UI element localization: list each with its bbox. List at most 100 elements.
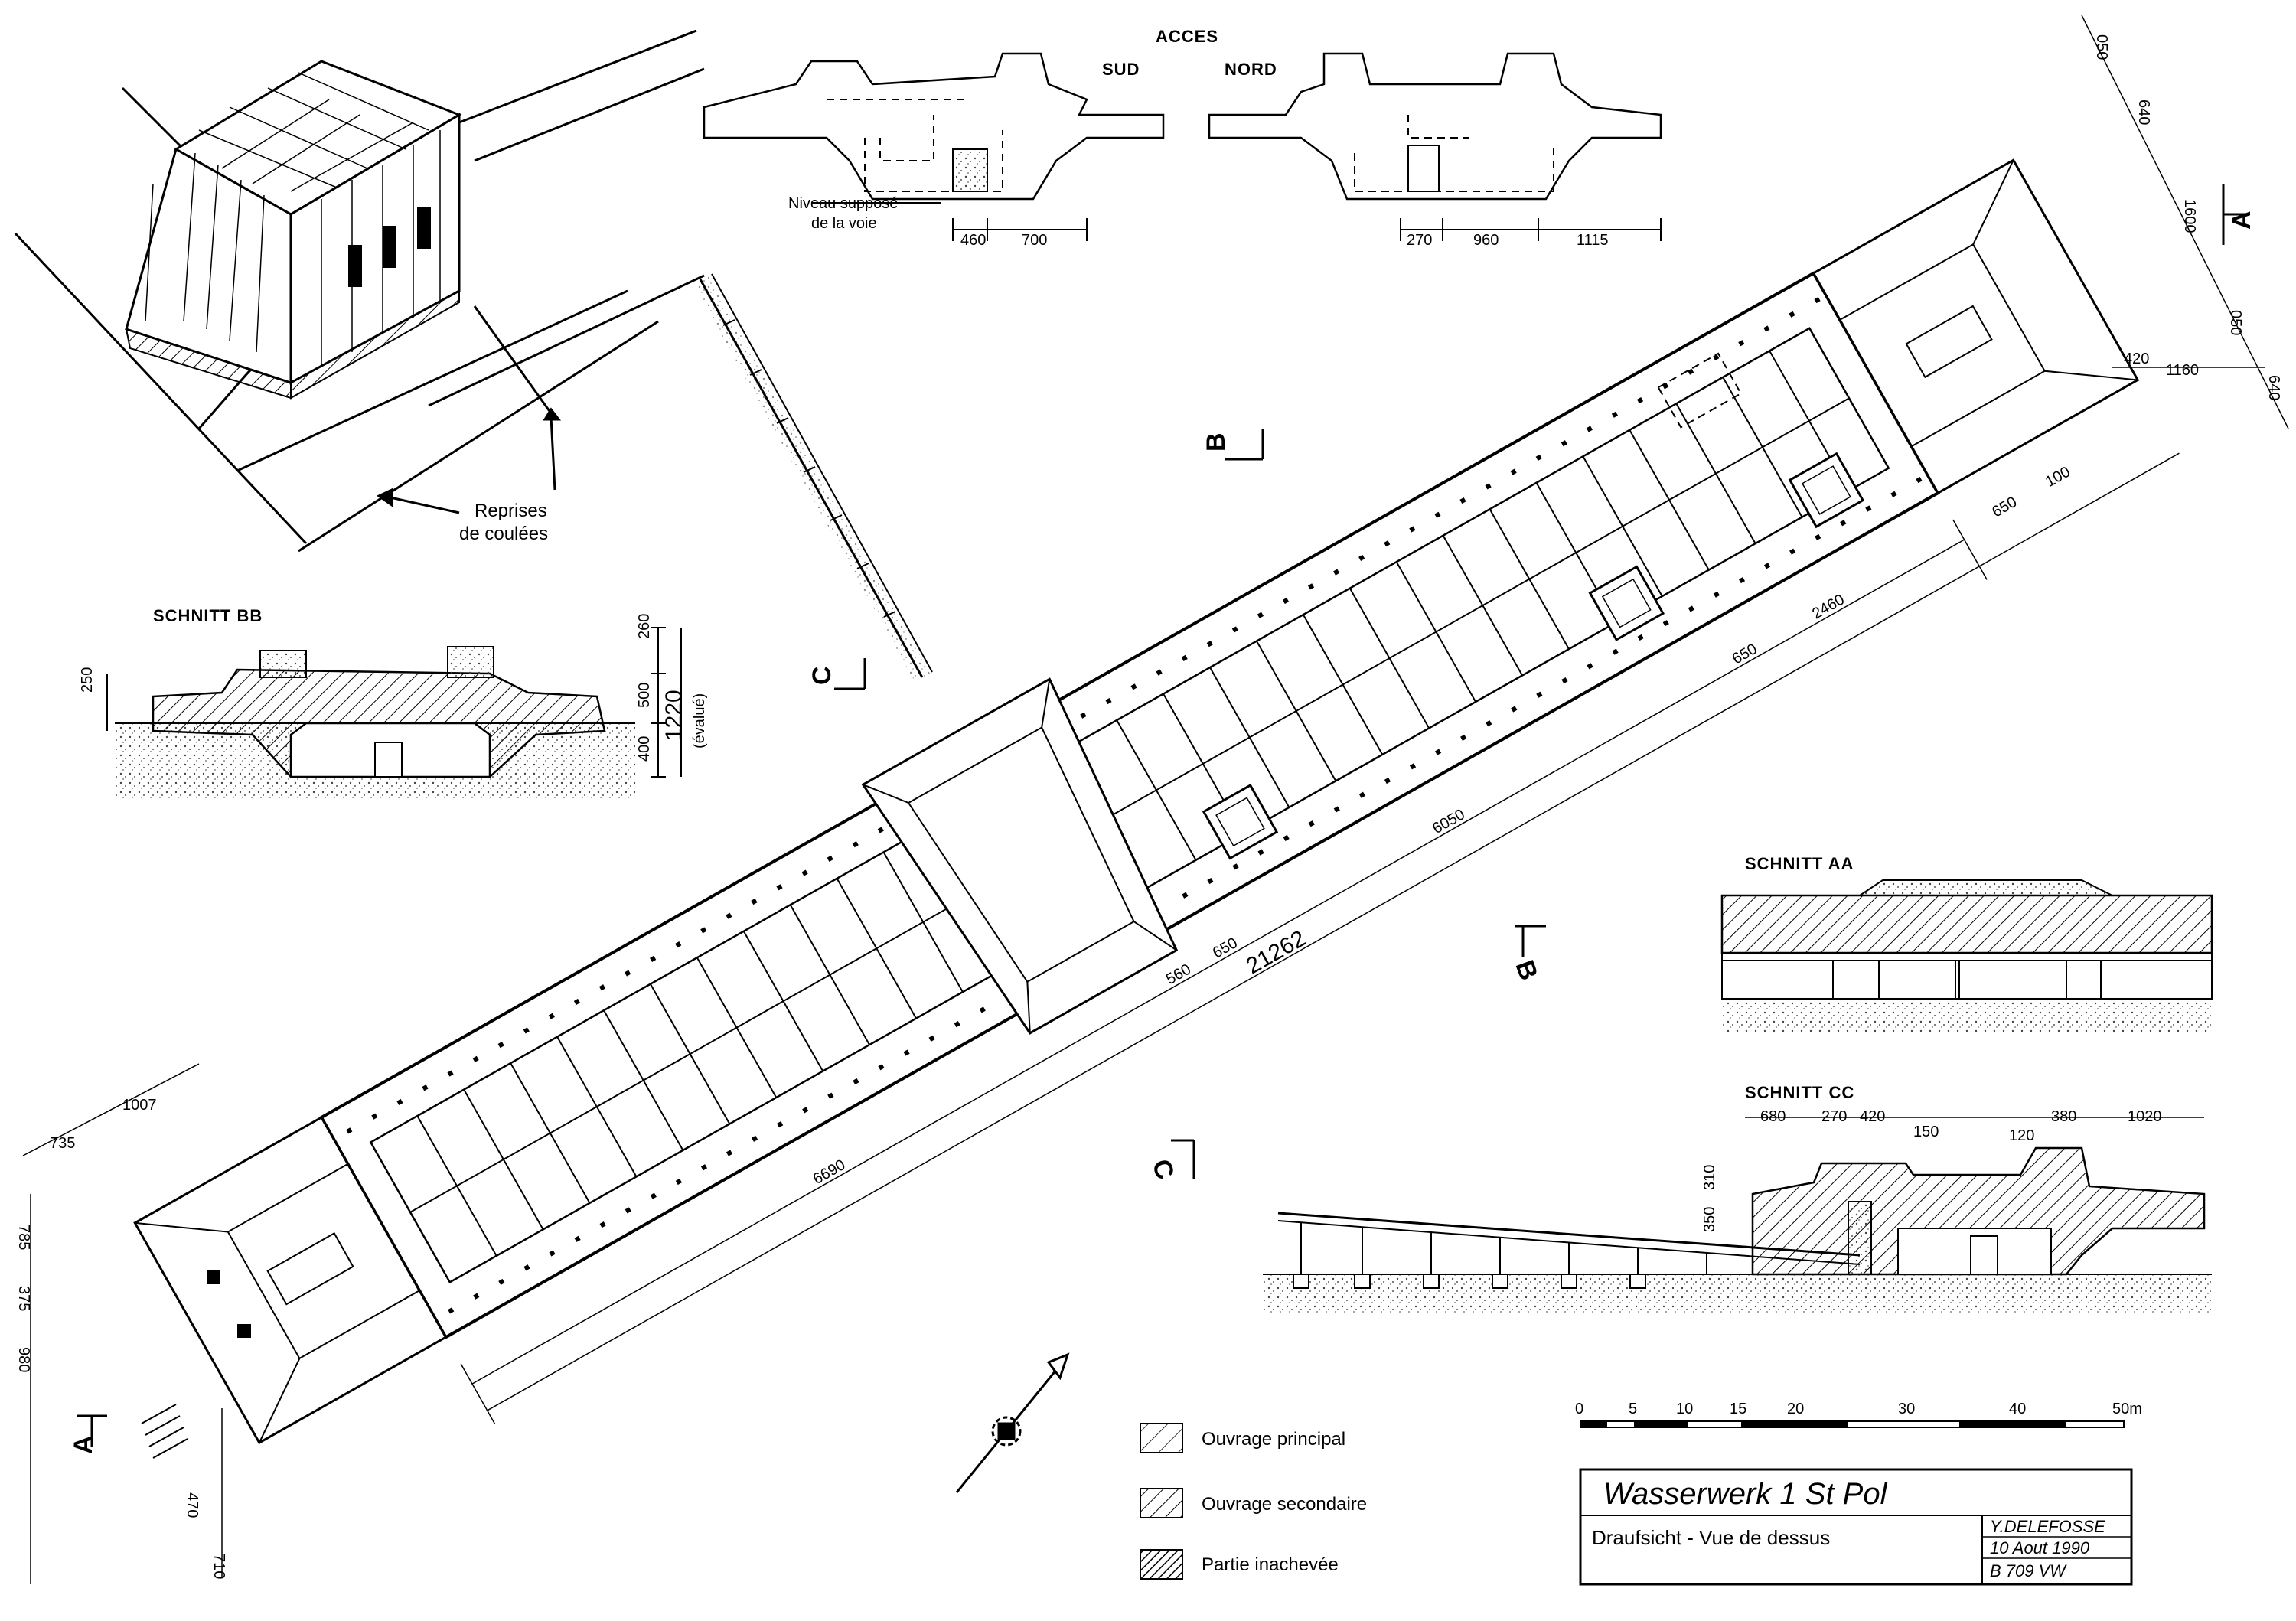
acces-nord-dim-2: 960: [1473, 232, 1499, 249]
marker-dot: [1156, 669, 1163, 676]
dim-640-a: 640: [2135, 99, 2152, 125]
schnitt-bb-height: 1220: [661, 690, 687, 741]
bay-divider: [1629, 429, 1710, 571]
iso-note-line1: Reprises: [475, 501, 547, 521]
bay-divider: [650, 983, 731, 1124]
marker-dot: [523, 1264, 530, 1271]
isometric-sketch: Reprises de coulées: [14, 29, 705, 553]
marker-dot: [700, 1164, 708, 1171]
marker-dot: [448, 1307, 455, 1314]
dim-560: 560: [1163, 961, 1194, 989]
bay-divider: [1116, 719, 1197, 861]
cc-dim-1020: 1020: [2128, 1108, 2162, 1125]
inachevee-block-2: [237, 1324, 251, 1338]
marker-dot: [1257, 849, 1264, 856]
legend-secondaire: Ouvrage secondaire: [1202, 1494, 1367, 1515]
marker-dot: [1586, 426, 1593, 432]
cc-dim-150: 150: [1913, 1124, 1939, 1140]
scale-tick-50m: 50m: [2112, 1401, 2142, 1417]
bay-divider: [556, 1036, 638, 1177]
marker-dot: [1409, 763, 1417, 770]
marker-dot: [371, 1113, 378, 1120]
acces-note-line2: de la voie: [811, 215, 877, 232]
acces-sud-dim-1: 460: [960, 232, 986, 249]
marker-dot: [1358, 791, 1365, 798]
marker-dot: [776, 884, 783, 891]
marker-dot: [954, 1021, 960, 1028]
marker-dot: [1282, 597, 1290, 605]
dim-1600: 1600: [2181, 199, 2198, 233]
marker-dot: [1662, 620, 1669, 627]
marker-dot: [827, 1092, 834, 1099]
bay-divider: [603, 1009, 684, 1151]
marker-dot: [498, 1278, 505, 1286]
bay-divider: [1209, 667, 1290, 808]
acces-title: ACCES: [1156, 27, 1218, 46]
marker-dot: [1536, 691, 1543, 698]
inachevee-block-1: [207, 1270, 220, 1284]
marker-dot: [751, 898, 758, 905]
marker-dot: [1611, 411, 1619, 418]
bay-divider: [696, 957, 778, 1098]
marker-dot: [1840, 520, 1847, 527]
marker-dot: [1763, 325, 1770, 332]
marker-dot: [473, 1293, 480, 1300]
schnitt-bb-dim-260: 260: [636, 614, 653, 639]
marker-dot: [598, 984, 606, 991]
bay-divider: [742, 931, 824, 1072]
dim-375: 375: [15, 1286, 32, 1311]
marker-dot: [1459, 497, 1466, 504]
marker-dot: [1409, 526, 1416, 533]
marker-dot: [625, 1207, 631, 1214]
marker-dot: [1535, 454, 1542, 462]
title-date: 10 Aout 1990: [1990, 1538, 2090, 1557]
window-2: [383, 226, 396, 268]
section-mark-b-top: B: [1202, 432, 1231, 452]
marker-dot: [1358, 554, 1365, 562]
scale-tick-5: 5: [1629, 1401, 1637, 1417]
dim-1160: 1160: [2166, 362, 2199, 379]
bay-divider: [1256, 641, 1337, 781]
dim-470: 470: [184, 1492, 201, 1518]
window-1: [348, 245, 362, 287]
marker-dot: [1738, 340, 1745, 347]
scale-tick-0: 0: [1575, 1401, 1583, 1417]
marker-dot: [726, 1150, 733, 1156]
marker-dot: [1182, 892, 1189, 899]
marker-dot: [1283, 834, 1290, 841]
section-mark-c-bottom: C: [1146, 1156, 1179, 1183]
marker-dot: [1561, 677, 1568, 684]
marker-dot: [1637, 634, 1644, 641]
dim-650-b: 650: [1730, 641, 1760, 668]
marker-dot: [1789, 548, 1796, 555]
cc-dim-680: 680: [1760, 1108, 1786, 1125]
schnitt-aa-title: SCHNITT AA: [1745, 854, 1854, 873]
legend: Ouvrage principal Ouvrage secondaire Par…: [1140, 1423, 1367, 1580]
marker-dot: [447, 1070, 454, 1077]
marker-dot: [928, 1035, 935, 1042]
cc-dim-310: 310: [1701, 1165, 1718, 1190]
marker-dot: [548, 1013, 555, 1019]
marker-dot: [1384, 540, 1391, 547]
marker-dot: [1612, 648, 1619, 655]
schnitt-cc: SCHNITT CC 680 270 420 150 120 380 1020 …: [1263, 1083, 2212, 1313]
scale-tick-10: 10: [1676, 1401, 1693, 1417]
legend-swatch-inachevee: [1140, 1549, 1183, 1580]
marker-dot: [1232, 863, 1239, 870]
iso-note-line2: de coulées: [459, 523, 548, 544]
bay-divider: [1349, 588, 1430, 729]
bay-divider: [416, 1115, 497, 1257]
marker-dot: [396, 1098, 403, 1106]
marker-dot: [624, 970, 631, 977]
marker-dot: [1713, 354, 1720, 361]
marker-dot: [1688, 605, 1694, 612]
marker-dot: [1815, 533, 1821, 541]
legend-inachevee: Partie inachevée: [1202, 1554, 1339, 1575]
schnitt-aa: SCHNITT AA: [1720, 854, 2213, 1033]
bay-divider: [463, 1089, 544, 1230]
marker-dot: [1181, 654, 1188, 661]
marker-dot: [422, 1084, 429, 1091]
marker-dot: [1587, 663, 1593, 670]
marker-dot: [1510, 468, 1517, 475]
dim-420: 420: [2124, 351, 2149, 367]
